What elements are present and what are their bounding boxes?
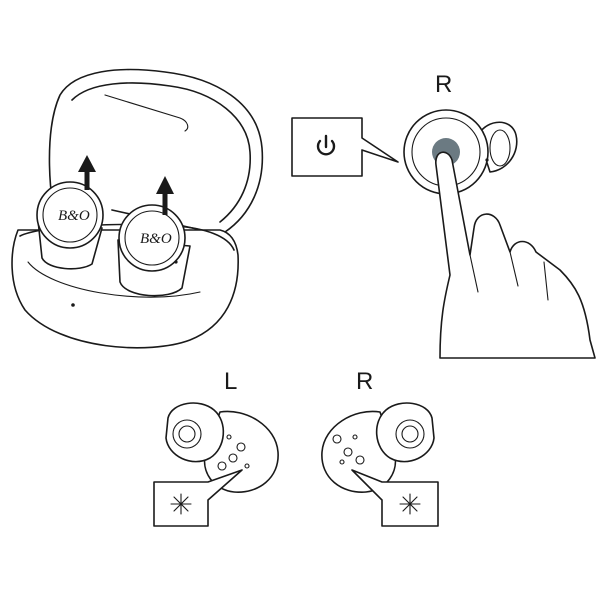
ear-label-left: L [224,368,237,395]
led-light-icon [399,493,421,515]
ear-label-right-bottom: R [356,368,373,395]
case-lid-rim [71,82,251,223]
power-icon [316,134,336,156]
led-callout-right [351,469,439,527]
case-base-inner [27,261,201,298]
earbud-right-inner [321,402,435,493]
case-led-dot [71,303,75,307]
sensor-dots [217,434,250,471]
charging-case: B&O B&O [11,68,264,349]
earbud-right-touch [403,109,518,195]
earbud-logo: B&O [58,208,90,224]
earbud-left-inner [165,402,279,493]
ear-label-right-top: R [435,71,452,98]
case-earbud-right: B&O [117,204,191,297]
power-callout [291,117,399,177]
led-light-icon [170,493,192,515]
led-callout-left [153,469,243,527]
pointing-hand [435,151,596,359]
case-lid-slot [104,94,189,132]
case-earbud-left: B&O [36,181,104,270]
sensor-dots [332,434,365,465]
up-arrow-icon [156,176,174,215]
up-arrow-icon [78,155,96,190]
earbud-logo: B&O [140,231,172,247]
